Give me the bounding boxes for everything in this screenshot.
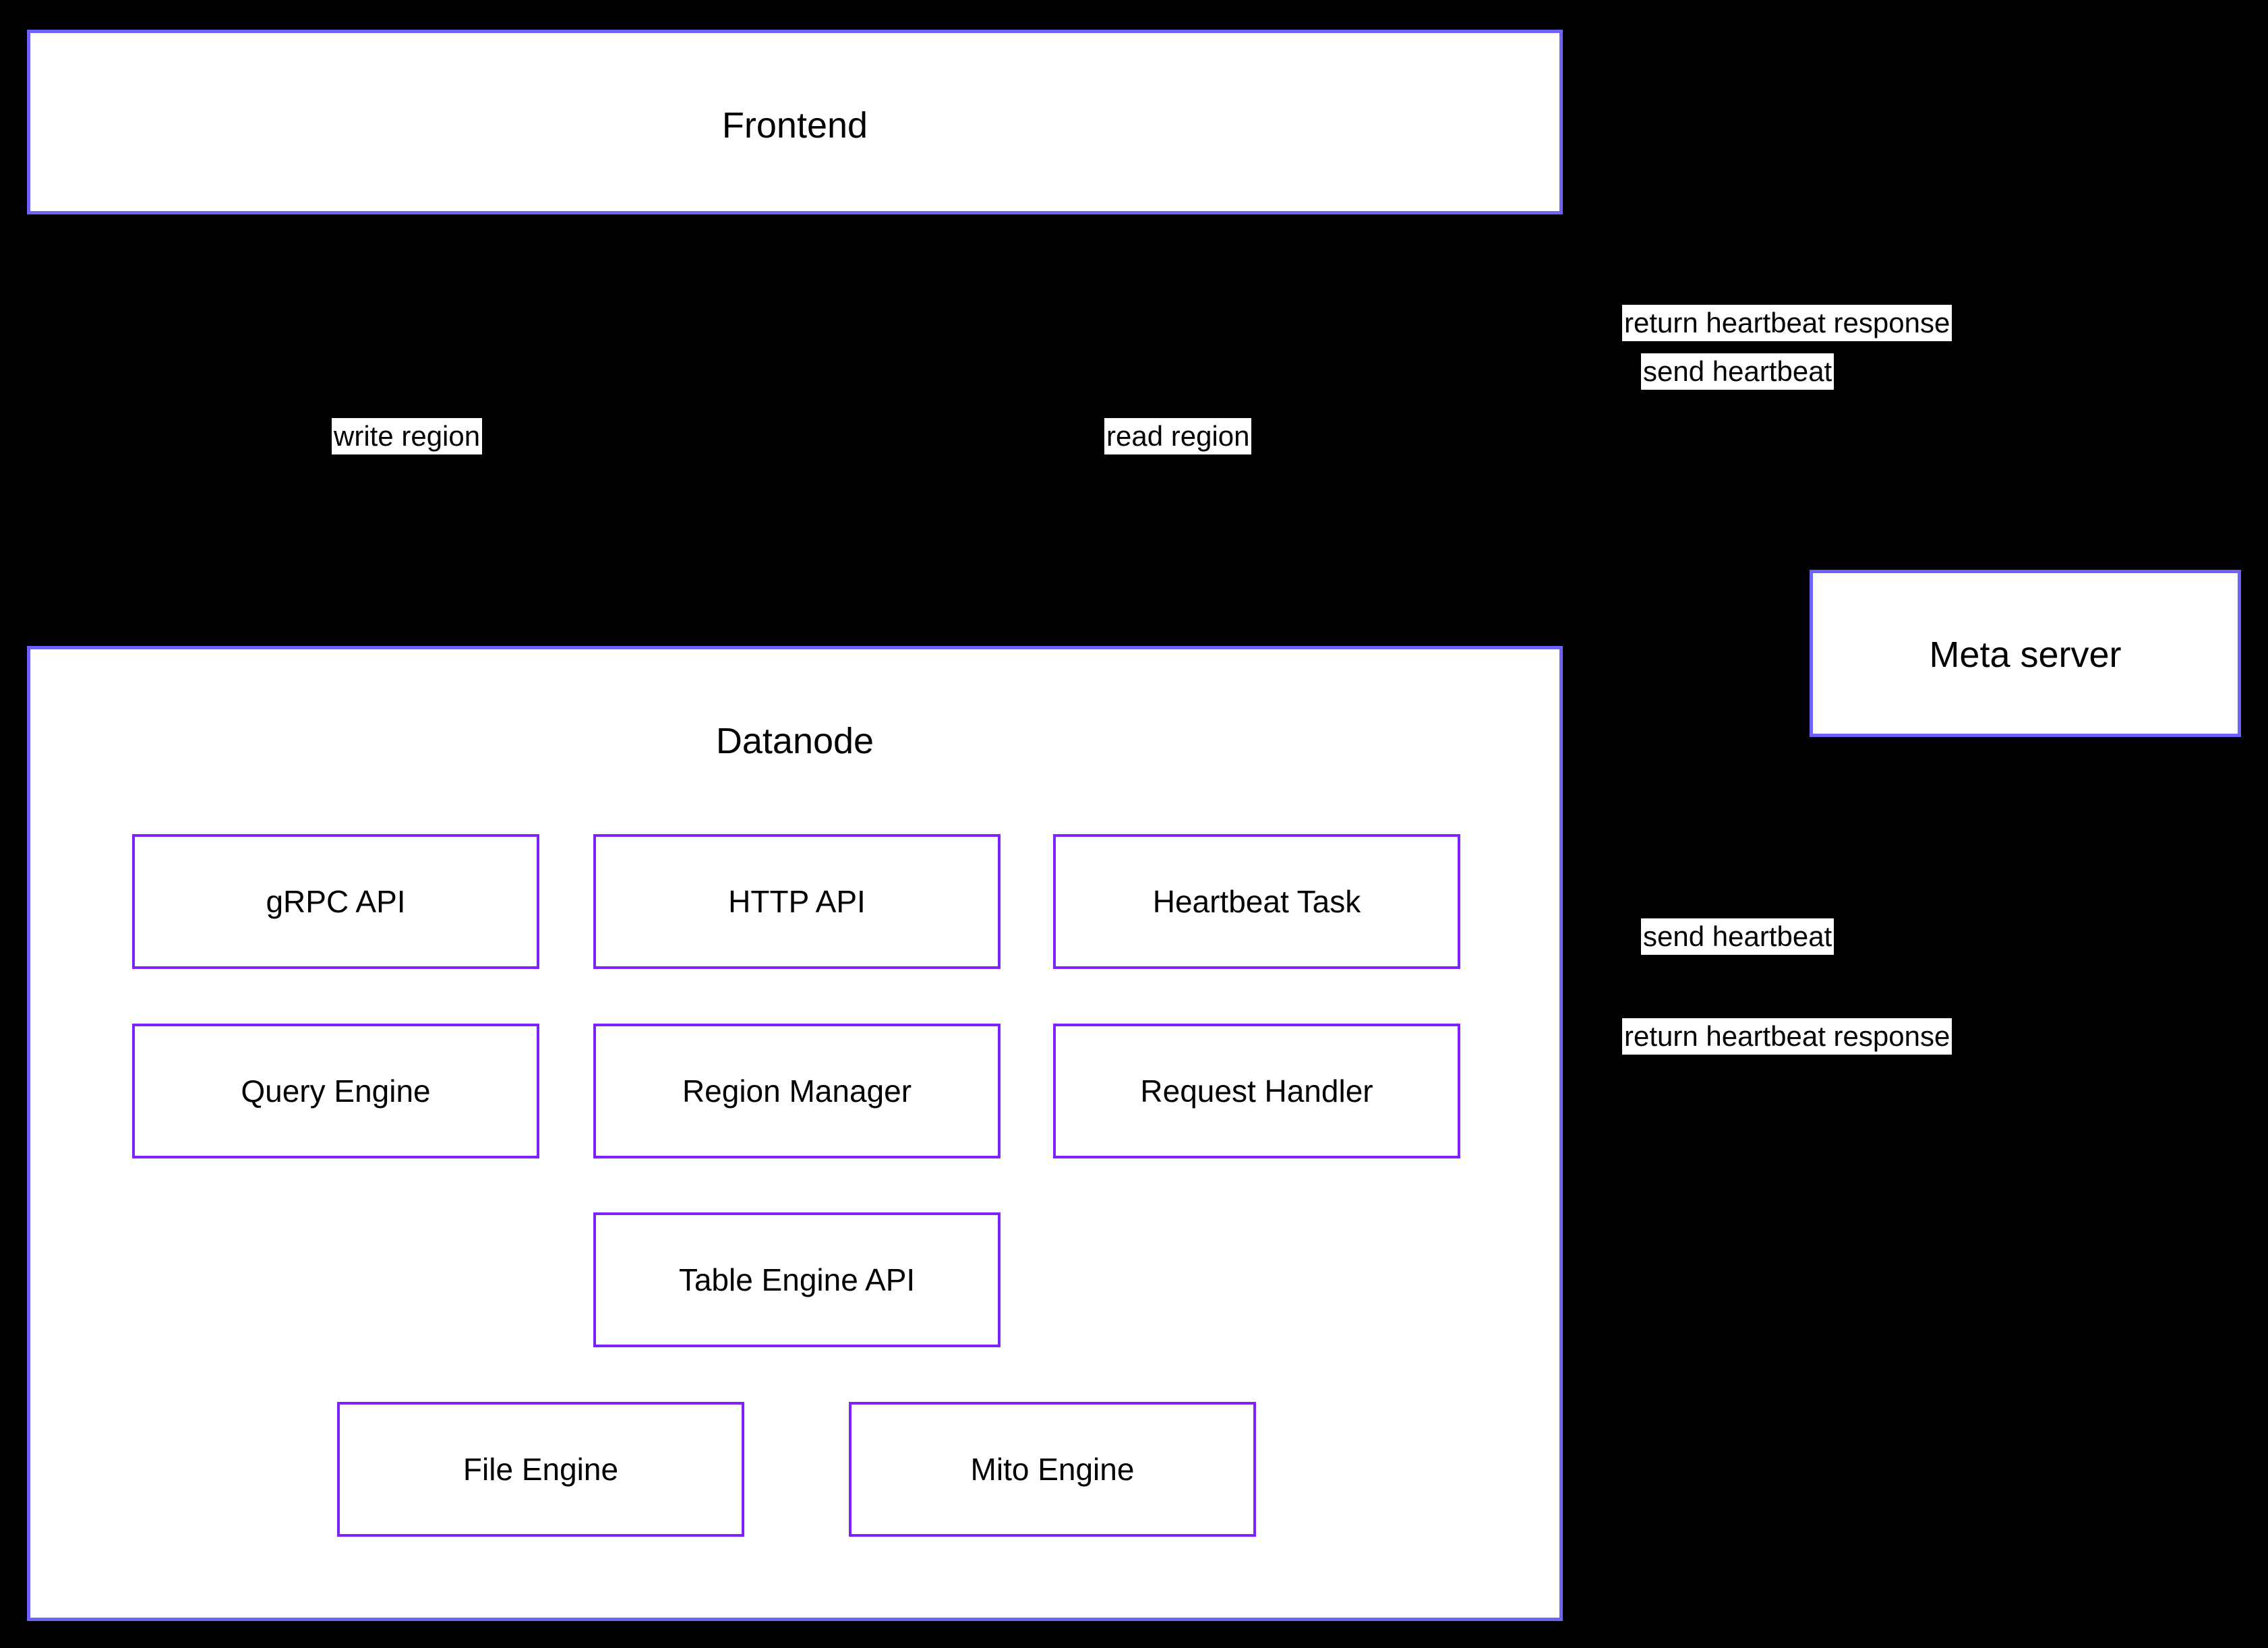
edge-label-read-region: read region — [1104, 418, 1252, 454]
component-request-handler[interactable]: Request Handler — [1053, 1024, 1460, 1158]
edge-frontend-return-heartbeat — [1559, 119, 1957, 570]
component-mito-engine-label: Mito Engine — [970, 1452, 1135, 1487]
component-grpc-api[interactable]: gRPC API — [132, 834, 539, 969]
component-heartbeat-task[interactable]: Heartbeat Task — [1053, 834, 1460, 969]
meta-server-node[interactable] — [1810, 570, 2241, 737]
component-table-engine-api[interactable]: Table Engine API — [593, 1212, 1001, 1347]
component-region-manager-label: Region Manager — [682, 1073, 912, 1109]
edge-label-datanode-return-heartbeat: return heartbeat response — [1622, 1018, 1952, 1055]
component-table-engine-api-label: Table Engine API — [678, 1262, 916, 1297]
component-query-engine-label: Query Engine — [241, 1073, 431, 1109]
component-http-api-label: HTTP API — [728, 884, 866, 919]
component-mito-engine[interactable]: Mito Engine — [849, 1402, 1256, 1537]
component-heartbeat-task-label: Heartbeat Task — [1152, 884, 1361, 919]
component-request-handler-label: Request Handler — [1140, 1073, 1373, 1109]
component-region-manager[interactable]: Region Manager — [593, 1024, 1001, 1158]
component-grpc-api-label: gRPC API — [266, 884, 406, 919]
edge-frontend-send-heartbeat — [1563, 130, 1884, 583]
edge-label-write-region: write region — [332, 418, 483, 454]
component-file-engine[interactable]: File Engine — [337, 1402, 744, 1537]
edge-label-frontend-return-heartbeat: return heartbeat response — [1622, 305, 1952, 341]
component-file-engine-label: File Engine — [462, 1452, 619, 1487]
component-query-engine[interactable]: Query Engine — [132, 1024, 539, 1158]
frontend-node[interactable] — [27, 30, 1563, 214]
edge-label-datanode-send-heartbeat: send heartbeat — [1641, 918, 1834, 955]
edge-label-frontend-send-heartbeat: send heartbeat — [1641, 353, 1834, 390]
component-http-api[interactable]: HTTP API — [593, 834, 1001, 969]
